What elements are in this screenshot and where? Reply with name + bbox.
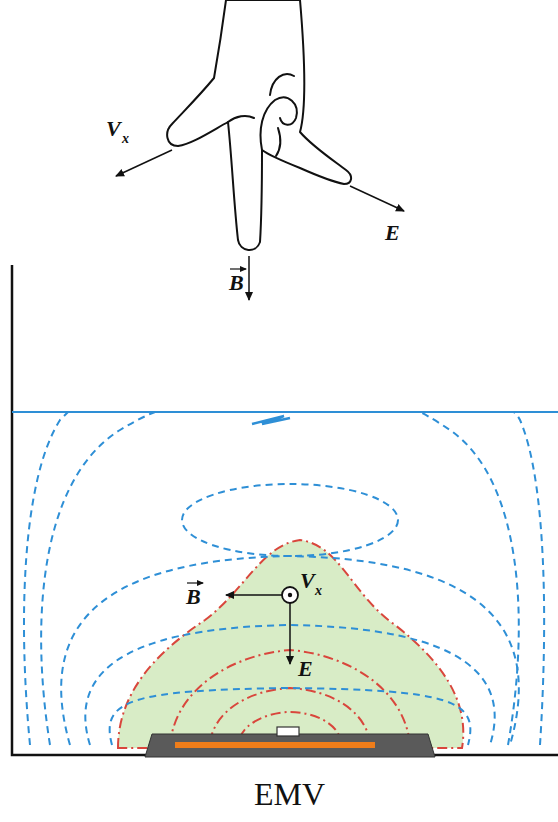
velocity-label: V xyxy=(300,570,315,592)
sensor-coil xyxy=(175,742,375,748)
field-e-label: E xyxy=(385,222,400,244)
water-surface xyxy=(12,411,558,413)
field-lines xyxy=(24,412,544,745)
sensor-electrode xyxy=(277,727,299,736)
subscript-label: x xyxy=(122,132,129,146)
field-b-label: B xyxy=(186,586,201,608)
velocity-arrow xyxy=(116,150,172,176)
sensor-body xyxy=(145,734,435,757)
right-hand xyxy=(167,0,351,250)
e-field-arrow xyxy=(289,603,291,664)
field-e-arrow xyxy=(350,186,404,211)
tank-wall xyxy=(12,265,558,755)
b-field-arrow xyxy=(226,594,282,596)
velocity-label: V xyxy=(106,118,121,140)
field-b-arrow xyxy=(248,256,250,300)
vector-accent xyxy=(187,582,203,583)
sensitivity-contours xyxy=(170,650,410,745)
out-of-page-symbol xyxy=(282,587,298,603)
field-e-label: E xyxy=(298,658,313,680)
surface-mark xyxy=(252,416,290,424)
vector-accent xyxy=(230,268,246,269)
field-b-label: B xyxy=(229,272,244,294)
caption: EMV xyxy=(254,778,325,810)
out-of-page-dot xyxy=(288,593,292,597)
subscript-label: x xyxy=(315,584,322,598)
